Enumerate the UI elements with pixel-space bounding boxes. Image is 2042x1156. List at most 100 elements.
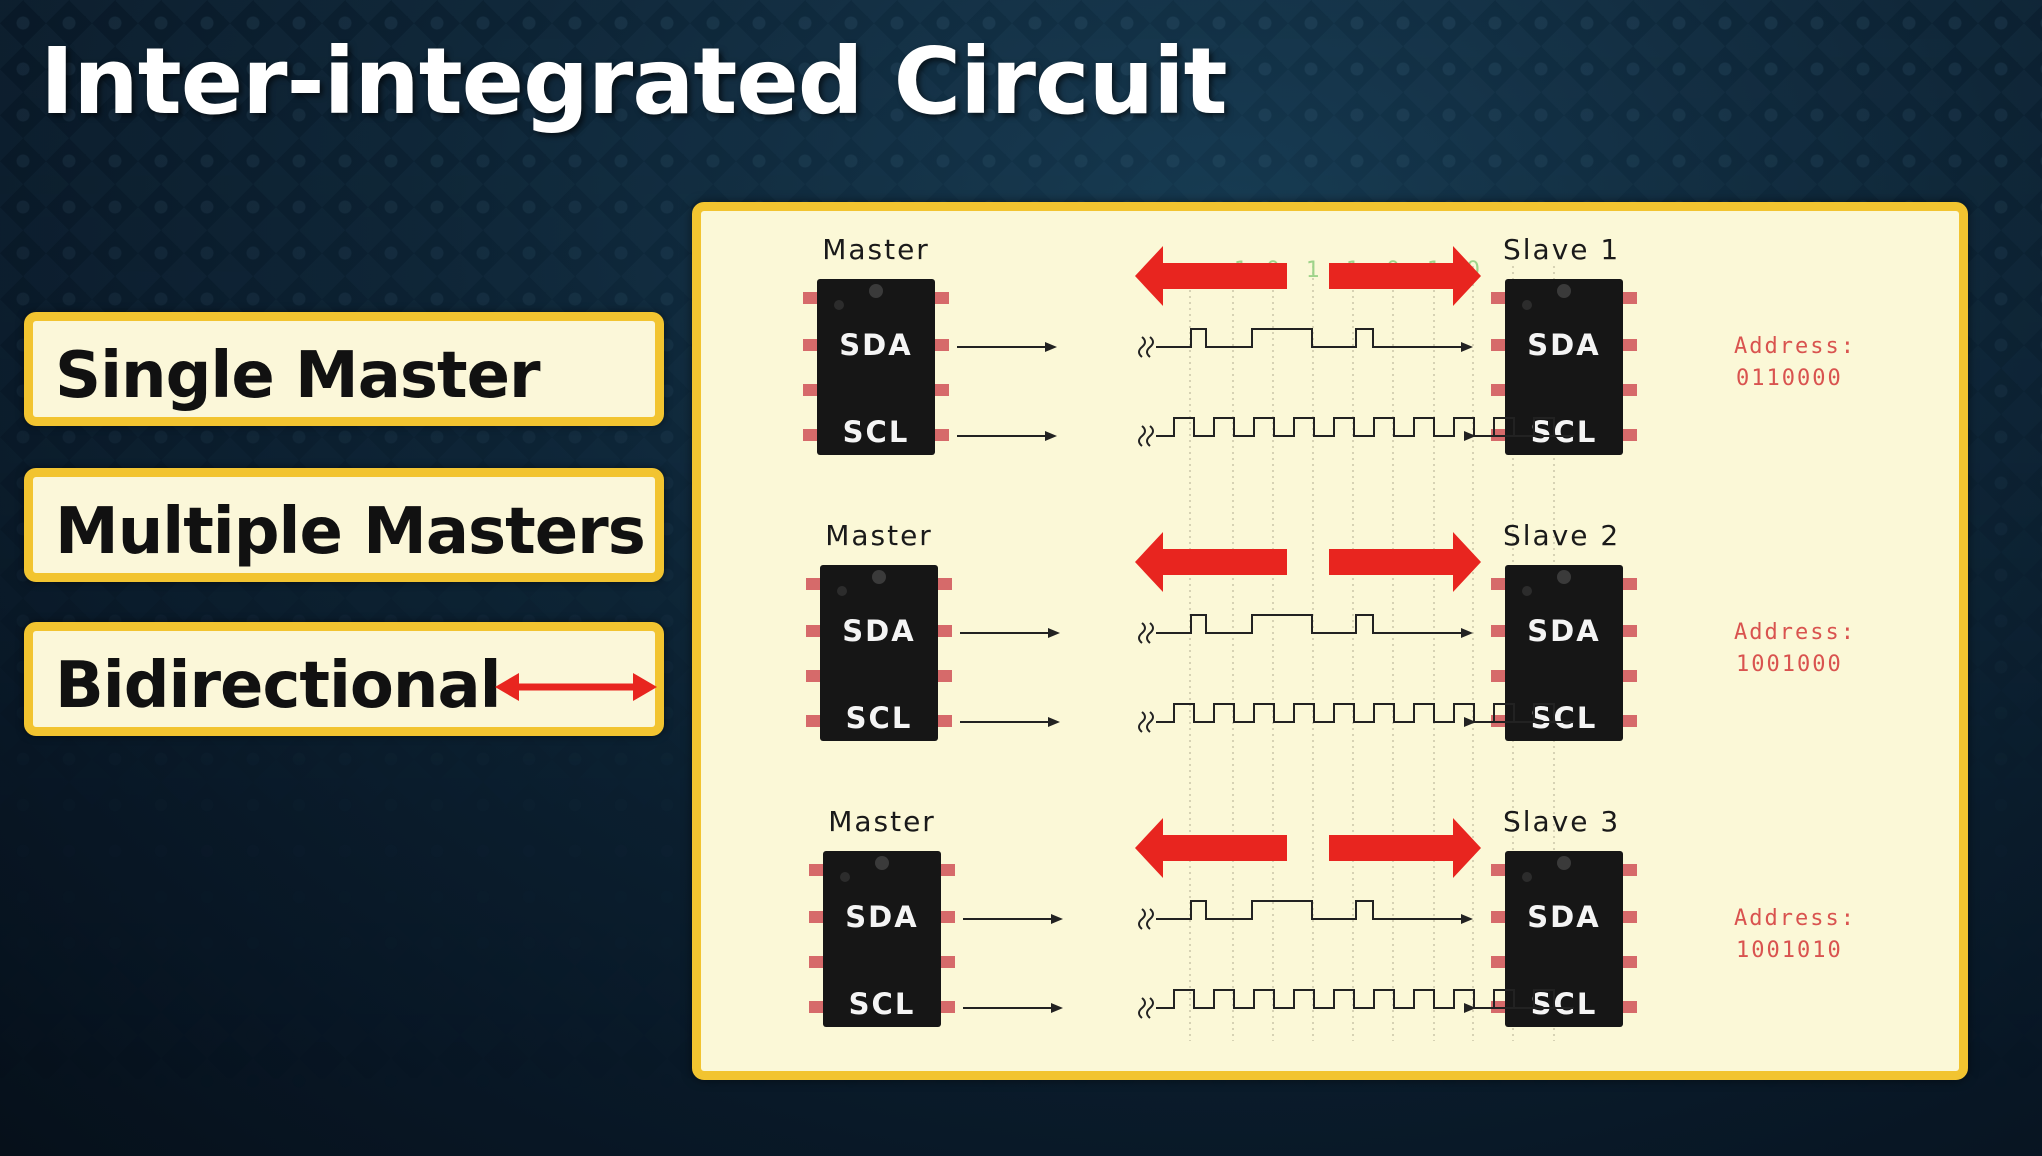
- slave-chip: [1491, 851, 1637, 1027]
- chip-pin: [1621, 384, 1637, 396]
- chip-pin: [803, 339, 819, 351]
- slave-label: Slave 2: [1503, 519, 1620, 552]
- chip-body: [823, 851, 941, 1027]
- chip-pin: [1621, 339, 1637, 351]
- master-sda-pin-label: SDA: [839, 328, 912, 362]
- slave-scl-pin-label: SCL: [1531, 701, 1598, 735]
- master-label: Master: [822, 233, 930, 266]
- chip-pin: [939, 911, 955, 923]
- slave-sda-pin-label: SDA: [1527, 900, 1600, 934]
- chip-notch: [1557, 570, 1571, 584]
- chip-pin: [809, 1001, 825, 1013]
- chip-pin: [806, 670, 822, 682]
- address-value: 0110000: [1736, 366, 1843, 391]
- mode-single-master: Single Master: [24, 312, 664, 426]
- chip-pin: [1621, 911, 1637, 923]
- right-red-arrow: [1329, 532, 1481, 592]
- master-scl-arrow-head: [1045, 431, 1057, 441]
- address-label: Address:: [1734, 334, 1856, 359]
- chip-pin: [939, 956, 955, 968]
- chip-pin: [1491, 956, 1507, 968]
- scl-waveform: [1156, 417, 1574, 437]
- chip-pin: [806, 578, 822, 590]
- line-break-symbol: [1138, 425, 1154, 447]
- master-scl-pin-label: SCL: [849, 987, 916, 1021]
- slave-chip: [1491, 565, 1637, 741]
- right-red-arrow: [1329, 246, 1481, 306]
- master-sda-arrow-head: [1051, 914, 1063, 924]
- line-break-symbol: [1138, 908, 1154, 930]
- chip-pin: [803, 292, 819, 304]
- mode-bidirectional: Bidirectional: [24, 622, 664, 736]
- left-red-arrow: [1135, 246, 1287, 306]
- master-sda-arrow-head: [1045, 342, 1057, 352]
- mode-label: Bidirectional: [55, 649, 502, 723]
- i2c-diagram-panel: R/W1011010MasterSlave 1SDASCLSDASCLAddre…: [692, 202, 1968, 1080]
- chip-pin: [1491, 625, 1507, 637]
- chip-pin: [806, 625, 822, 637]
- line-break-symbol: [1138, 711, 1154, 733]
- chip-body: [1505, 279, 1623, 455]
- chip-pin: [1491, 292, 1507, 304]
- chip-pin: [936, 578, 952, 590]
- chip-pin: [809, 864, 825, 876]
- chip-pin: [933, 429, 949, 441]
- line-break-symbol: [1138, 997, 1154, 1019]
- chip-pin: [803, 384, 819, 396]
- scl-waveform: [1156, 989, 1574, 1009]
- master-scl-arrow-head: [1051, 1003, 1063, 1013]
- sda-waveform: [1156, 900, 1461, 920]
- chip-pin: [939, 1001, 955, 1013]
- chip-pin: [1491, 339, 1507, 351]
- master-scl-pin-label: SCL: [843, 415, 910, 449]
- slave-label: Slave 3: [1503, 805, 1620, 838]
- i2c-diagram: R/W1011010MasterSlave 1SDASCLSDASCLAddre…: [803, 233, 1856, 1041]
- sda-waveform: [1156, 614, 1461, 634]
- address-bit-label: 1: [1306, 258, 1320, 283]
- master-scl-pin-label: SCL: [846, 701, 913, 735]
- slave-sda-pin-label: SDA: [1527, 328, 1600, 362]
- mode-multiple-masters: Multiple Masters: [24, 468, 664, 582]
- slave-label: Slave 1: [1503, 233, 1620, 266]
- master-scl-arrow-head: [1048, 717, 1060, 727]
- sda-waveform-head: [1461, 342, 1473, 352]
- sda-waveform-head: [1461, 628, 1473, 638]
- double-arrow-icon: [495, 673, 657, 701]
- chip-notch: [869, 284, 883, 298]
- right-red-arrow: [1329, 818, 1481, 878]
- chip-dot: [834, 300, 844, 310]
- chip-notch: [875, 856, 889, 870]
- chip-pin: [1621, 715, 1637, 727]
- slave-sda-pin-label: SDA: [1527, 614, 1600, 648]
- chip-pin: [1621, 429, 1637, 441]
- line-break-symbol: [1138, 336, 1154, 358]
- chip-pin: [933, 292, 949, 304]
- chip-pin: [1621, 956, 1637, 968]
- slave-chip: [1491, 279, 1637, 455]
- chip-pin: [1491, 578, 1507, 590]
- chip-notch: [872, 570, 886, 584]
- chip-pin: [1621, 578, 1637, 590]
- chip-body: [1505, 565, 1623, 741]
- chip-pin: [1491, 384, 1507, 396]
- chip-pin: [933, 339, 949, 351]
- master-label: Master: [828, 805, 936, 838]
- chip-dot: [837, 586, 847, 596]
- address-value: 1001010: [1736, 938, 1843, 963]
- master-sda-pin-label: SDA: [845, 900, 918, 934]
- chip-pin: [809, 911, 825, 923]
- chip-dot: [1522, 872, 1532, 882]
- chip-pin: [939, 864, 955, 876]
- left-red-arrow: [1135, 532, 1287, 592]
- chip-pin: [1491, 911, 1507, 923]
- scl-waveform-head: [1464, 1003, 1476, 1013]
- mode-label: Multiple Masters: [55, 495, 646, 569]
- chip-pin: [1621, 864, 1637, 876]
- chip-pin: [1621, 1001, 1637, 1013]
- master-sda-pin-label: SDA: [842, 614, 915, 648]
- chip-pin: [1491, 670, 1507, 682]
- chip-pin: [933, 384, 949, 396]
- chip-pin: [1621, 670, 1637, 682]
- scl-waveform-head: [1464, 431, 1476, 441]
- address-label: Address:: [1734, 620, 1856, 645]
